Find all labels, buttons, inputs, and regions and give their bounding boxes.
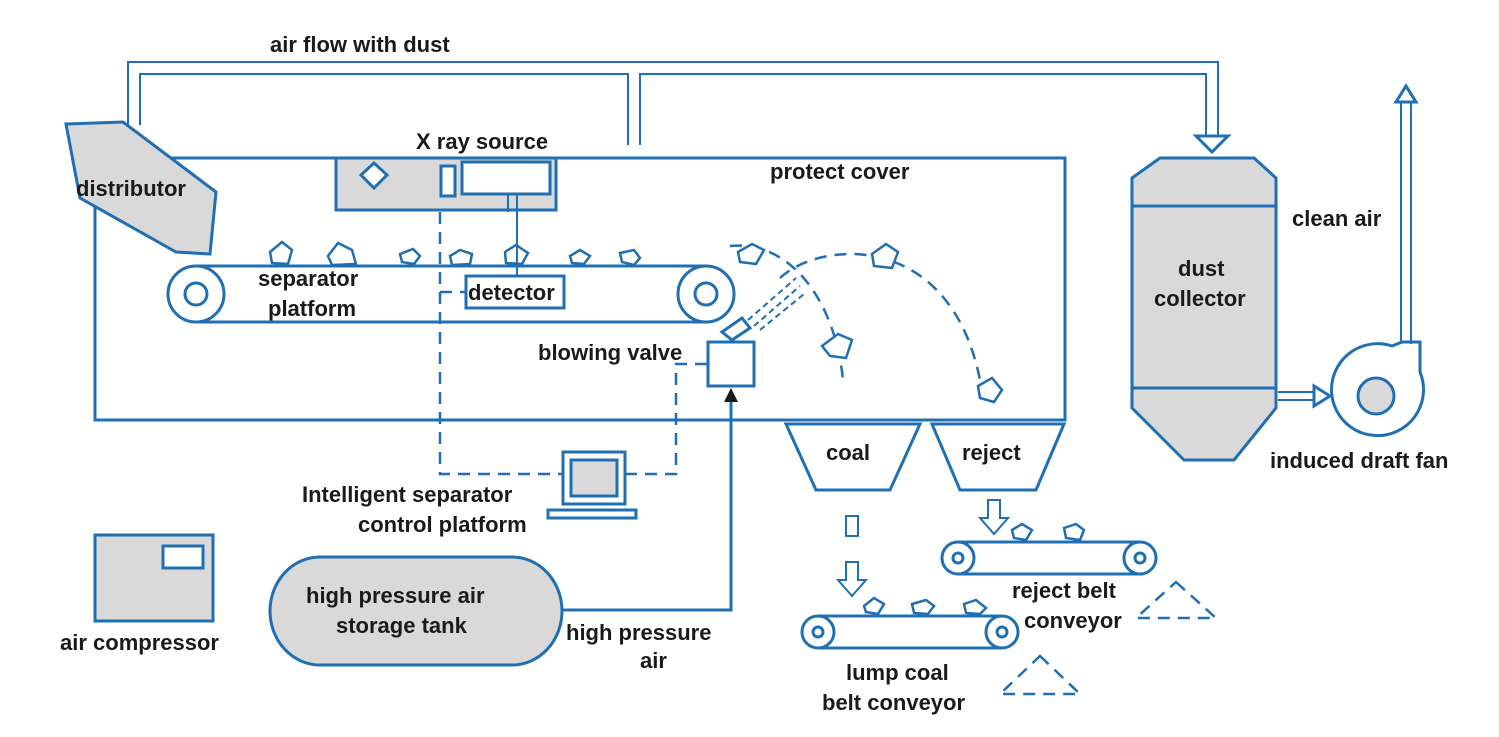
lump-coal-belt-label-1: lump coal	[846, 660, 949, 685]
computer-icon	[546, 450, 638, 520]
storage-tank-label-2: storage tank	[336, 613, 468, 638]
separator-platform-label-1: separator	[258, 266, 359, 291]
protect-cover-label: protect cover	[770, 159, 910, 184]
dust-collector	[1130, 156, 1278, 462]
air-flow-duct	[127, 61, 1232, 155]
lump-coal-belt-label-2: belt conveyor	[822, 690, 965, 715]
coal-label: coal	[826, 440, 870, 465]
high-pressure-air-label-2: air	[640, 648, 667, 673]
xray-source-label: X ray source	[416, 129, 548, 154]
air-compressor-label: air compressor	[60, 630, 219, 655]
control-platform-label-2: control platform	[358, 512, 527, 537]
air-compressor	[93, 533, 215, 623]
reject-flow-arrow	[977, 499, 1011, 536]
reject-belt-label-1: reject belt	[1012, 578, 1117, 603]
reject-label: reject	[962, 440, 1021, 465]
lump-coal-belt-conveyor	[800, 596, 1084, 696]
clean-air-label: clean air	[1292, 206, 1382, 231]
distributor	[64, 120, 218, 256]
coal-flow-arrow	[835, 515, 869, 598]
reject-hopper	[929, 422, 1067, 492]
protect-cover	[93, 156, 1067, 422]
coal-hopper	[783, 422, 923, 492]
separator-platform-label-2: platform	[268, 296, 356, 321]
clean-air-arrow	[1393, 83, 1419, 344]
ejection-trajectories	[729, 242, 1004, 404]
storage-tank-label-1: high pressure air	[306, 583, 485, 608]
blowing-valve-label: blowing valve	[538, 340, 682, 365]
separator-platform-belt	[166, 264, 736, 324]
high-pressure-air-line	[563, 388, 738, 612]
air-flow-label: air flow with dust	[270, 32, 450, 57]
induced-draft-fan	[1330, 340, 1426, 438]
reject-belt-label-2: conveyor	[1024, 608, 1122, 633]
reject-belt-conveyor	[940, 522, 1220, 620]
air-storage-tank	[268, 555, 564, 667]
dust-collector-label-1: dust	[1178, 256, 1225, 281]
collector-to-fan-arrow	[1278, 383, 1333, 409]
xray-source	[334, 156, 558, 212]
blowing-valve	[706, 277, 805, 388]
control-signal-lines	[438, 212, 708, 476]
distributor-label: distributor	[76, 176, 186, 201]
high-pressure-air-label-1: high pressure	[566, 620, 711, 645]
coal-lumps-on-belt	[268, 240, 642, 267]
control-platform-label-1: Intelligent separator	[302, 482, 513, 507]
dust-collector-label-2: collector	[1154, 286, 1246, 311]
detector-label: detector	[468, 280, 555, 305]
induced-draft-fan-label: induced draft fan	[1270, 448, 1448, 473]
